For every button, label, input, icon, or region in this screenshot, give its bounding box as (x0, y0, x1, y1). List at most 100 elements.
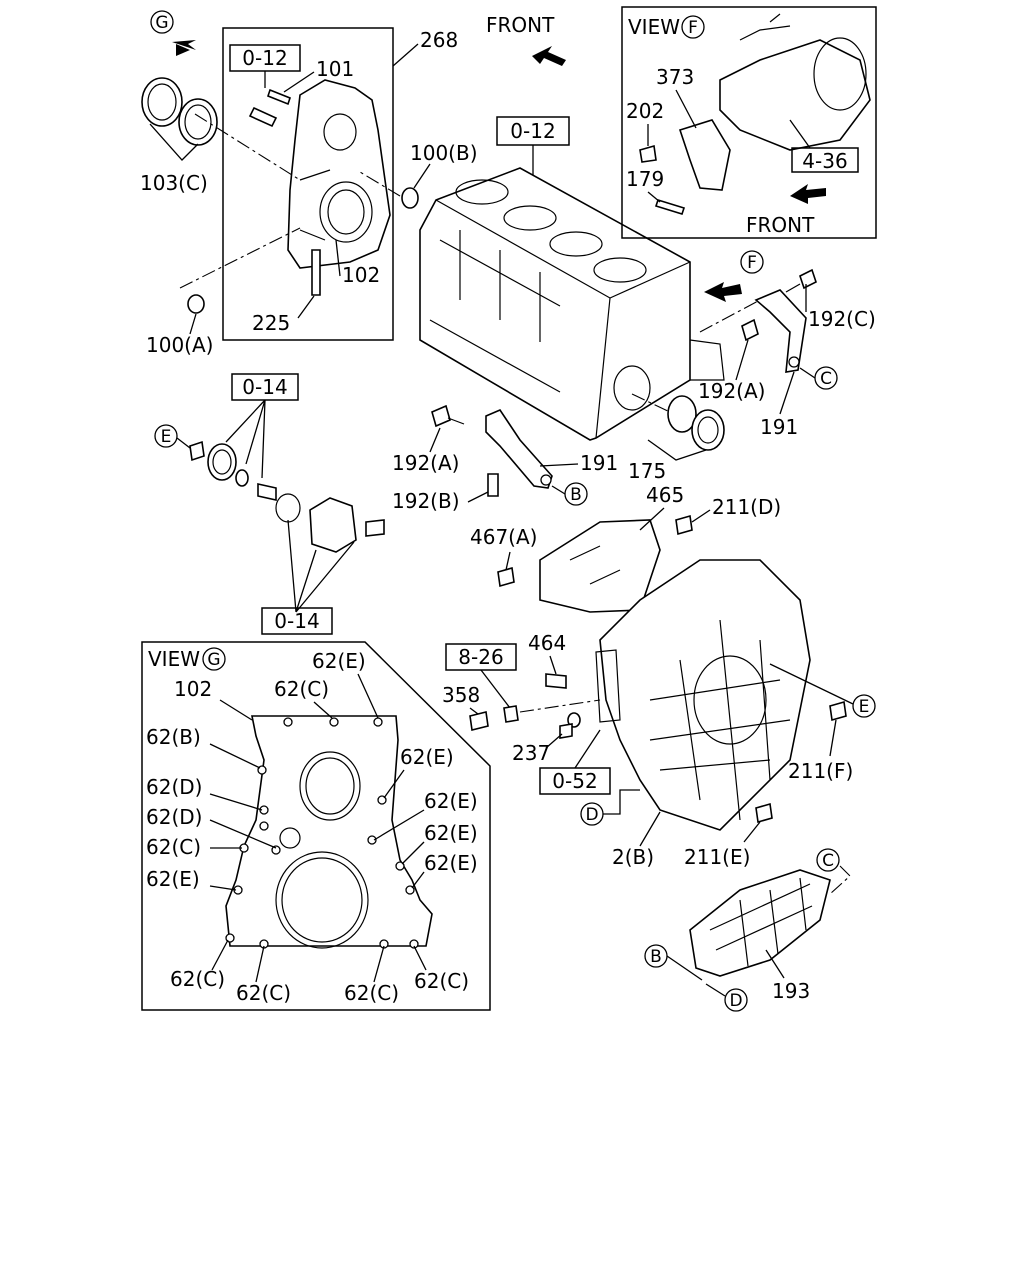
view-g-oring (279, 827, 301, 849)
leader-62d-1 (209, 793, 263, 811)
leader-d-2 (705, 983, 726, 997)
leader-100b (413, 163, 431, 189)
leader-192a-right (735, 339, 749, 381)
leader-465 (639, 507, 665, 531)
label-211f: 211(F) (788, 759, 853, 783)
injection-pump (719, 39, 871, 151)
view-f-title: VIEW (628, 15, 680, 39)
group-box-268 (222, 27, 394, 341)
label-100b: 100(B) (410, 141, 478, 165)
leader-ref-0-52 (574, 729, 601, 769)
leader-ref-4-36 (789, 119, 811, 149)
leader-ref-8-26 (480, 669, 511, 709)
block-mount-ledge (689, 339, 725, 381)
bolt-192a-right (741, 318, 759, 342)
o-ring-100b (401, 187, 419, 209)
label-191-right: 191 (760, 415, 798, 439)
view-arrow-g (172, 40, 196, 50)
rear-cover-group: G 103(C) 101 0-12 268 100(B) 102 (140, 10, 478, 357)
marker-f-text: F (747, 253, 757, 273)
leader-62e-5 (411, 871, 425, 889)
view-g-title: VIEW (148, 647, 200, 671)
bolt-179 (654, 199, 686, 215)
label-192b: 192(B) (392, 489, 460, 513)
view-g-panel: VIEW G 102 62(E) 62(C) 62(B (141, 641, 491, 1011)
leader-464 (549, 655, 557, 675)
nut-202 (639, 144, 657, 163)
view-g-upper-ring-inner (305, 757, 355, 815)
rear-cover-ribs (299, 169, 331, 241)
leader-175 (647, 439, 707, 461)
leader-373 (675, 89, 697, 129)
view-g-lower-ring-inner (281, 857, 363, 943)
label-464: 464 (528, 631, 566, 655)
bolt-192c-shank (785, 283, 801, 293)
seal-175-b-inner (697, 416, 719, 444)
label-100a: 100(A) (146, 333, 213, 357)
label-179: 179 (626, 167, 664, 191)
bracket-373 (678, 119, 731, 191)
leader-211f (829, 719, 837, 757)
bolt-gear (189, 440, 205, 462)
bolt-101b (248, 106, 278, 128)
label-193: 193 (772, 979, 810, 1003)
flywheel-housing-2b (599, 559, 811, 831)
leader-e-2 (769, 663, 854, 705)
seal-175-b (691, 409, 725, 451)
label-62e-4: 62(E) (424, 821, 478, 845)
leader-b-2 (666, 955, 703, 981)
label-211e: 211(E) (684, 845, 750, 869)
leader-b-1 (551, 485, 566, 495)
ref-0-12-a: 0-12 (242, 46, 287, 70)
view-arrow-f (704, 282, 742, 302)
bore-4 (593, 257, 647, 283)
hole-9 (271, 845, 281, 855)
bore-1 (455, 179, 509, 205)
plate-193-group: 193 C B D (644, 848, 851, 1012)
label-62e-2: 62(E) (400, 745, 454, 769)
rear-cover-102 (287, 79, 391, 269)
leader-193 (765, 949, 785, 979)
idler-gear (207, 443, 237, 481)
seal-175-a (667, 395, 697, 433)
leader-2b (639, 811, 661, 847)
label-202: 202 (626, 99, 664, 123)
o-ring-100a (187, 294, 205, 314)
leader-268 (392, 43, 419, 67)
centerline-100a (179, 227, 301, 289)
front-label-view-f: FRONT (746, 213, 815, 237)
label-211d: 211(D) (712, 495, 781, 519)
bolt-211d (675, 514, 693, 536)
ref-0-12-b: 0-12 (510, 119, 555, 143)
marker-g-text: G (155, 13, 168, 33)
bolt-192a-left-shank (447, 417, 465, 425)
marker-g (150, 10, 174, 34)
label-373: 373 (656, 65, 694, 89)
gear-housing-bolt (365, 519, 385, 537)
idler-gear-hub (212, 449, 232, 475)
bracket-hole (788, 356, 800, 368)
bore-2 (503, 205, 557, 231)
pump-gear (813, 37, 867, 111)
marker-c-2-text: C (822, 851, 834, 871)
marker-c-2 (816, 848, 840, 872)
hole-7 (259, 821, 269, 831)
label-62c-5: 62(C) (344, 981, 399, 1005)
leader-237 (545, 733, 563, 749)
ref-box-4-36 (791, 147, 859, 173)
label-62c-4: 62(C) (236, 981, 291, 1005)
marker-d-2 (724, 988, 748, 1012)
rear-cover-seal (327, 189, 365, 235)
ref-0-14-b: 0-14 (274, 609, 319, 633)
leader-191-right (779, 371, 795, 415)
ref-0-52: 0-52 (552, 769, 597, 793)
ref-8-26: 8-26 (458, 645, 503, 669)
seal-103c-inner (147, 83, 177, 121)
view-g-circle (202, 647, 226, 671)
label-62c-6: 62(C) (414, 969, 469, 993)
view-g-letter: G (207, 650, 220, 670)
front-arrow-view-f (790, 184, 826, 204)
label-103c: 103(C) (140, 171, 208, 195)
right-bracket-group: 192(C) 192(A) C 191 175 (628, 268, 876, 483)
view-f-panel: VIEW F 373 202 179 4-36 FRONT (621, 6, 877, 239)
